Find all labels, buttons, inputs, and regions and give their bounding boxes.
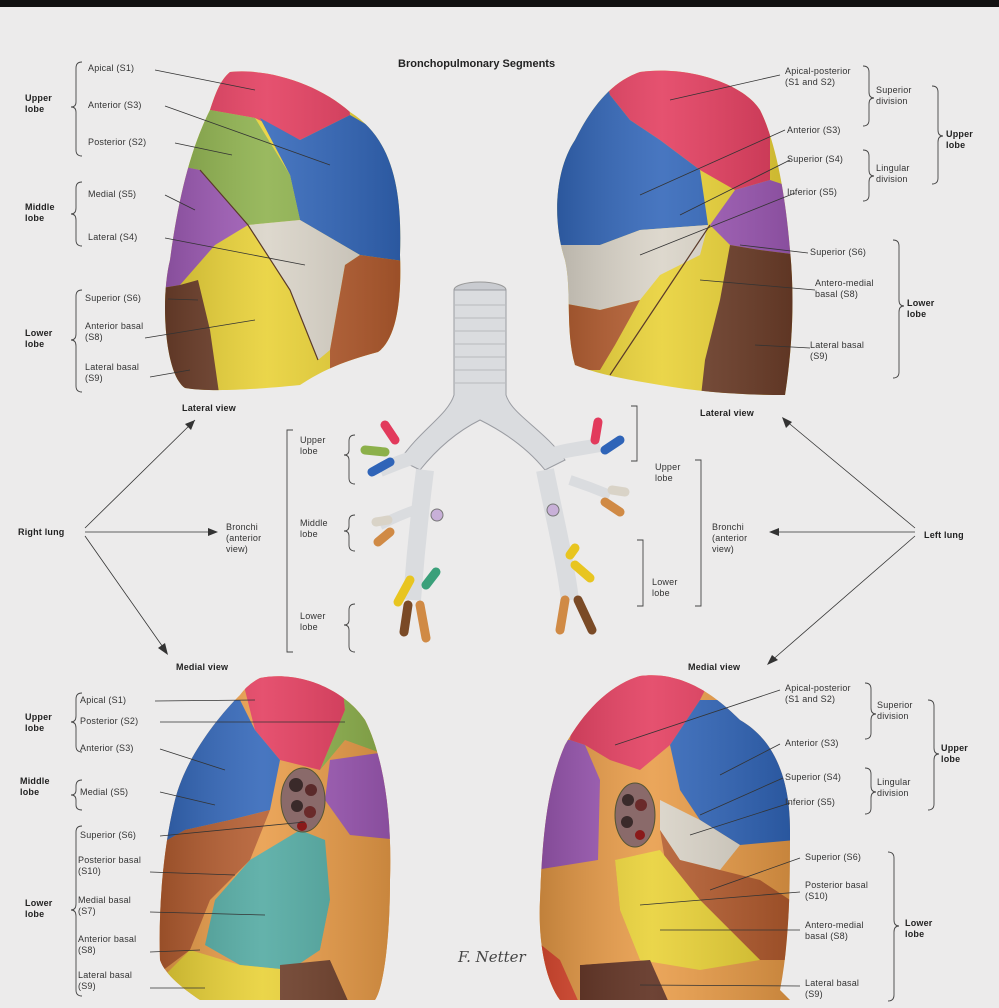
lm-label-antero-medial-basal: Antero-medial basal (S8) (805, 920, 875, 942)
rl-label-posterior: Posterior (S2) (88, 137, 146, 148)
rl-label-anterior-basal: Anterior basal (S8) (85, 321, 147, 343)
lm-label-inferior-s5: Inferior (S5) (785, 797, 835, 808)
rl-group-middle: Middle lobe (25, 202, 65, 224)
rm-group-lower: Lower lobe (25, 898, 65, 920)
rm-label-medial-basal: Medial basal (S7) (78, 895, 144, 917)
ll-label-inferior-s5: Inferior (S5) (787, 187, 837, 198)
lm-label-superior-s4: Superior (S4) (785, 772, 841, 783)
ll-label-superior-s6: Superior (S6) (810, 247, 866, 258)
bronchi-right-upper: Upper lobe (300, 435, 340, 457)
lm-division-lingular: Lingular division (877, 777, 931, 799)
lm-label-lateral-basal: Lateral basal (S9) (805, 978, 875, 1000)
right-lung-medial (150, 660, 400, 1005)
view-label-lateral-left: Lateral view (700, 408, 754, 419)
ll-label-superior-s4: Superior (S4) (787, 154, 843, 165)
bronchi-right-lower: Lower lobe (300, 611, 340, 633)
bronchi-anterior-label-left: Bronchi (anterior view) (712, 522, 768, 555)
rm-label-posterior: Posterior (S2) (80, 716, 138, 727)
ll-label-antero-medial-basal: Antero-medial basal (S8) (815, 278, 885, 300)
bronchi-anterior-label-right: Bronchi (anterior view) (226, 522, 282, 555)
rl-label-medial: Medial (S5) (88, 189, 136, 200)
rm-label-medial: Medial (S5) (80, 787, 128, 798)
ll-label-lateral-basal: Lateral basal (S9) (810, 340, 872, 362)
label-left-lung: Left lung (924, 530, 964, 541)
rm-group-middle: Middle lobe (20, 776, 60, 798)
left-lung-medial (535, 660, 795, 1005)
view-label-lateral-right: Lateral view (182, 403, 236, 414)
rl-label-anterior: Anterior (S3) (88, 100, 142, 111)
rm-label-posterior-basal: Posterior basal (S10) (78, 855, 144, 877)
bronchi-right-middle: Middle lobe (300, 518, 340, 540)
ll-label-anterior: Anterior (S3) (787, 125, 841, 136)
lm-label-posterior-basal: Posterior basal (S10) (805, 880, 875, 902)
rl-label-lateral: Lateral (S4) (88, 232, 137, 243)
rm-label-lateral-basal: Lateral basal (S9) (78, 970, 144, 992)
ll-division-superior: Superior division (876, 85, 930, 107)
lm-label-superior-s6: Superior (S6) (805, 852, 861, 863)
right-lung-lateral (150, 60, 410, 400)
lm-label-anterior: Anterior (S3) (785, 738, 839, 749)
rm-label-anterior: Anterior (S3) (80, 743, 134, 754)
label-right-lung: Right lung (18, 527, 65, 538)
lm-group-upper: Upper lobe (941, 743, 981, 765)
rm-label-superior: Superior (S6) (80, 830, 136, 841)
bronchi-left-upper: Upper lobe (655, 462, 695, 484)
rl-group-upper: Upper lobe (25, 93, 65, 115)
page-title: Bronchopulmonary Segments (398, 58, 555, 70)
left-lung-lateral (545, 60, 805, 405)
rl-label-superior: Superior (S6) (85, 293, 141, 304)
ll-label-apical-posterior: Apical-posterior (S1 and S2) (785, 66, 863, 88)
lm-label-apical-posterior: Apical-posterior (S1 and S2) (785, 683, 863, 705)
rl-label-apical: Apical (S1) (88, 63, 134, 74)
rm-label-anterior-basal: Anterior basal (S8) (78, 934, 144, 956)
lm-division-superior: Superior division (877, 700, 931, 722)
ll-division-lingular: Lingular division (876, 163, 930, 185)
lm-group-lower: Lower lobe (905, 918, 945, 940)
rm-label-apical: Apical (S1) (80, 695, 126, 706)
artist-signature: F. Netter (458, 948, 526, 966)
view-label-medial-right: Medial view (176, 662, 228, 673)
rl-label-lateral-basal: Lateral basal (S9) (85, 362, 147, 384)
rm-group-upper: Upper lobe (25, 712, 65, 734)
view-label-medial-left: Medial view (688, 662, 740, 673)
ll-group-lower: Lower lobe (907, 298, 947, 320)
ll-group-upper: Upper lobe (946, 129, 986, 151)
bronchi-left-lower: Lower lobe (652, 577, 692, 599)
rl-group-lower: Lower lobe (25, 328, 65, 350)
